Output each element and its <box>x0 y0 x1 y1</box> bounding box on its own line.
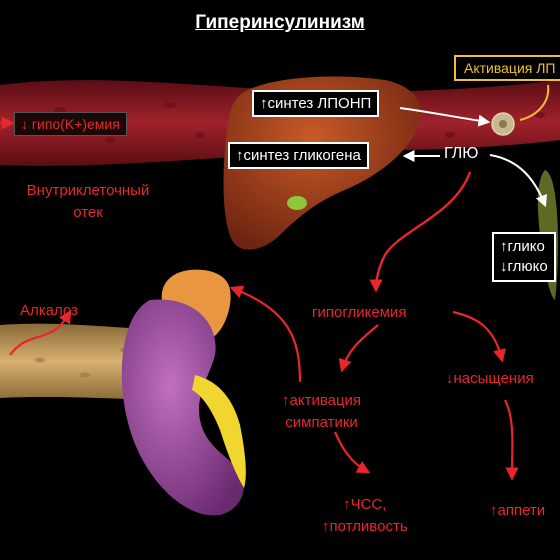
ureter-icon <box>192 375 246 488</box>
diagram-title: Гиперинсулинизм <box>195 12 365 33</box>
sympathetic-line-1: ↑активация <box>282 392 362 409</box>
glucose-label: ГЛЮ <box>444 145 479 162</box>
heart-rate-line-2: ↑потливость <box>322 518 408 535</box>
activation-box: Активация ЛП <box>454 55 560 81</box>
hypokalemia-box: ↓ гипо(K+)емия <box>14 112 127 136</box>
satiety-label: ↓насыщения <box>446 370 534 387</box>
white-arrows <box>399 107 548 208</box>
heart-rate-line-1: ↑ЧСС, <box>343 496 387 513</box>
liver-effect-1: ↑глико <box>500 238 545 255</box>
alkalosis-label: Алкалоз <box>20 302 78 319</box>
sympathetic-line-2: симпатики <box>285 414 358 431</box>
sympathetic-label: ↑активация симпатики <box>282 390 361 434</box>
liver-effect-2: ↓глюко <box>500 258 548 275</box>
hypoglycemia-label: гипогликемия <box>312 304 407 321</box>
edema-line-1: Внутриклеточный <box>26 182 150 199</box>
adipocyte-icon <box>491 112 515 136</box>
gold-arrow <box>519 84 550 121</box>
gallbladder-icon <box>287 196 307 210</box>
edema-label: Внутриклеточный отек <box>8 180 168 224</box>
heart-rate-label: ↑ЧСС, ↑потливость <box>322 494 408 538</box>
glycogen-synthesis-box: ↑синтез гликогена <box>228 142 369 169</box>
vldl-synthesis-box: ↑синтез ЛПОНП <box>252 90 380 117</box>
appetite-label: ↑аппети <box>490 502 546 519</box>
edema-line-2: отек <box>73 204 103 221</box>
liver-effects-box: ↑глико ↓глюко <box>492 232 556 282</box>
kidney-icon <box>121 299 244 516</box>
